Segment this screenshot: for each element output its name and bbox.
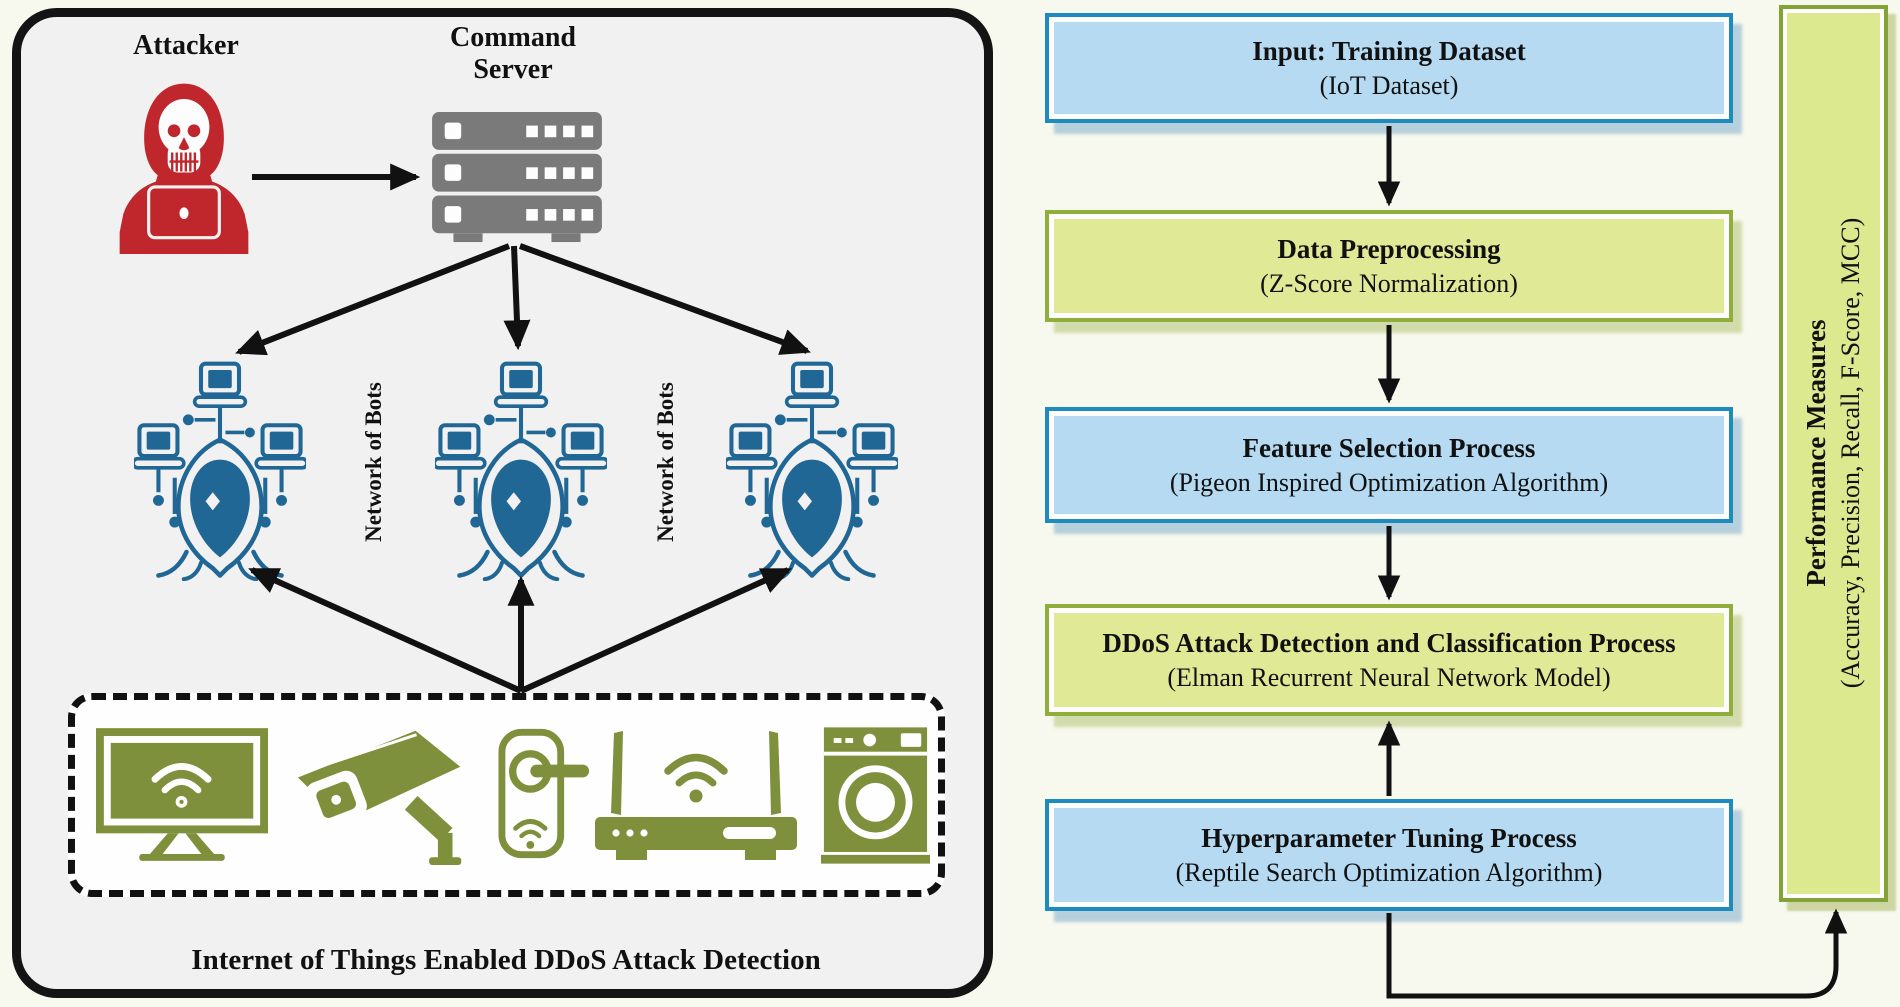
iot-panel-caption: Internet of Things Enabled DDoS Attack D… — [191, 944, 821, 976]
attacker-hacker-icon — [119, 83, 249, 254]
command-server-label-line1: Command — [449, 22, 576, 53]
flow-box-feature-selection-title: Feature Selection Process — [1242, 432, 1536, 463]
flow-box-tuning-subtitle: (Reptile Search Optimization Algorithm) — [1175, 857, 1603, 887]
flow-box-feature-selection: Feature Selection Process (Pigeon Inspir… — [1045, 407, 1733, 523]
performance-measures-text: Performance Measures (Accuracy, Precisio… — [1783, 13, 1883, 893]
network-of-bots-label-left: Network of Bots — [361, 382, 386, 542]
arrow-tuning-to-performance — [1386, 908, 1848, 999]
smart-door-lock-icon — [498, 728, 590, 859]
flow-box-detection-title: DDoS Attack Detection and Classification… — [1102, 627, 1676, 658]
flow-box-preprocessing-title: Data Preprocessing — [1277, 233, 1501, 264]
botnet-icon-3 — [726, 360, 898, 581]
cctv-camera-icon — [297, 730, 462, 865]
flow-box-preprocessing-subtitle: (Z-Score Normalization) — [1260, 268, 1518, 298]
command-server-label: Command Server — [423, 22, 603, 86]
flow-box-feature-selection-subtitle: (Pigeon Inspired Optimization Algorithm) — [1169, 467, 1609, 497]
botnet-icon-1 — [134, 360, 306, 581]
command-server-label-line2: Server — [473, 54, 553, 86]
performance-measures-subtitle: (Accuracy, Precision, Recall, F-Score, M… — [1835, 217, 1865, 689]
performance-measures-bar — [1779, 5, 1888, 902]
flow-box-input-subtitle: (IoT Dataset) — [1319, 70, 1459, 100]
wifi-router-icon — [595, 731, 797, 860]
botnet-icon-2 — [435, 360, 607, 581]
smart-tv-icon — [96, 728, 268, 861]
performance-measures-title: Performance Measures — [1800, 319, 1831, 587]
flow-box-detection-subtitle: (Elman Recurrent Neural Network Model) — [1167, 662, 1611, 692]
flow-box-tuning: Hyperparameter Tuning Process (Reptile S… — [1045, 799, 1733, 911]
attacker-label: Attacker — [133, 30, 239, 61]
flow-box-preprocessing: Data Preprocessing (Z-Score Normalizatio… — [1045, 210, 1733, 322]
flow-box-input: Input: Training Dataset (IoT Dataset) — [1045, 13, 1733, 123]
flow-box-tuning-title: Hyperparameter Tuning Process — [1201, 822, 1577, 853]
flow-box-detection: DDoS Attack Detection and Classification… — [1045, 604, 1733, 716]
network-of-bots-label-right: Network of Bots — [653, 382, 678, 542]
command-server-icon — [432, 112, 602, 243]
washing-machine-icon — [821, 727, 930, 864]
flow-box-input-title: Input: Training Dataset — [1252, 35, 1526, 66]
